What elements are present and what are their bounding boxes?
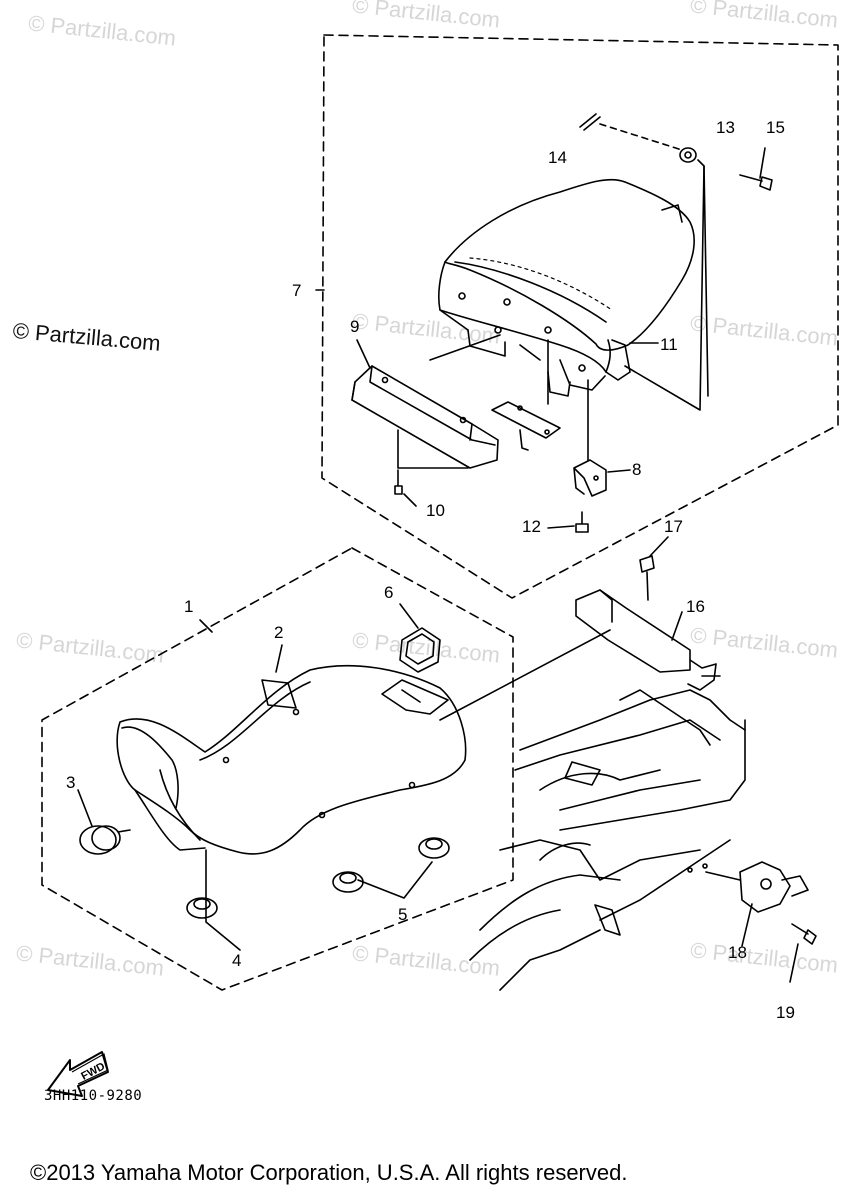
frame-drawing — [469, 689, 746, 991]
callout-15: 15 — [766, 118, 785, 137]
grommet-6 — [399, 627, 441, 673]
bolt-17 — [639, 555, 655, 601]
copyright-notice: ©2013 Yamaha Motor Corporation, U.S.A. A… — [30, 1160, 628, 1185]
screw-15 — [739, 174, 773, 191]
bolt-12 — [575, 511, 589, 533]
callout-7: 7 — [292, 281, 302, 300]
pillion-seat-drawing — [438, 178, 695, 397]
bracket-8 — [573, 459, 607, 497]
damper-5a — [332, 871, 364, 893]
damper-5b — [418, 837, 450, 859]
seat-bracket-9 — [351, 365, 499, 469]
main-seat-drawing — [116, 664, 467, 855]
callout-17: 17 — [664, 517, 683, 536]
callout-6: 6 — [384, 583, 394, 602]
plate — [491, 401, 561, 451]
group-box-1 — [41, 547, 514, 991]
tab-2 — [261, 679, 297, 709]
grommet-13 — [679, 147, 697, 163]
callout-5: 5 — [398, 905, 408, 924]
cushion-3 — [79, 825, 131, 855]
callout-3: 3 — [66, 773, 76, 792]
callout-2: 2 — [274, 623, 284, 642]
callout-9: 9 — [350, 317, 360, 336]
callout-18: 18 — [728, 943, 747, 962]
callout-19: 19 — [776, 1003, 795, 1022]
callout-16: 16 — [686, 597, 705, 616]
screw-19 — [791, 923, 817, 945]
group-box-7 — [321, 34, 839, 599]
callout-8: 8 — [632, 460, 642, 479]
latch-16 — [575, 589, 721, 691]
lock-18 — [739, 861, 809, 913]
callout-14: 14 — [548, 148, 567, 167]
callout-13: 13 — [716, 118, 735, 137]
damper-4 — [186, 897, 218, 919]
diagram-code: 3HH110-9280 — [44, 1088, 143, 1104]
callout-11: 11 — [660, 335, 678, 354]
clip-14 — [579, 113, 601, 131]
screw-10 — [394, 469, 403, 495]
callout-12: 12 — [522, 517, 541, 536]
callout-1: 1 — [184, 597, 194, 616]
callout-4: 4 — [232, 951, 242, 970]
callout-10: 10 — [426, 501, 445, 520]
